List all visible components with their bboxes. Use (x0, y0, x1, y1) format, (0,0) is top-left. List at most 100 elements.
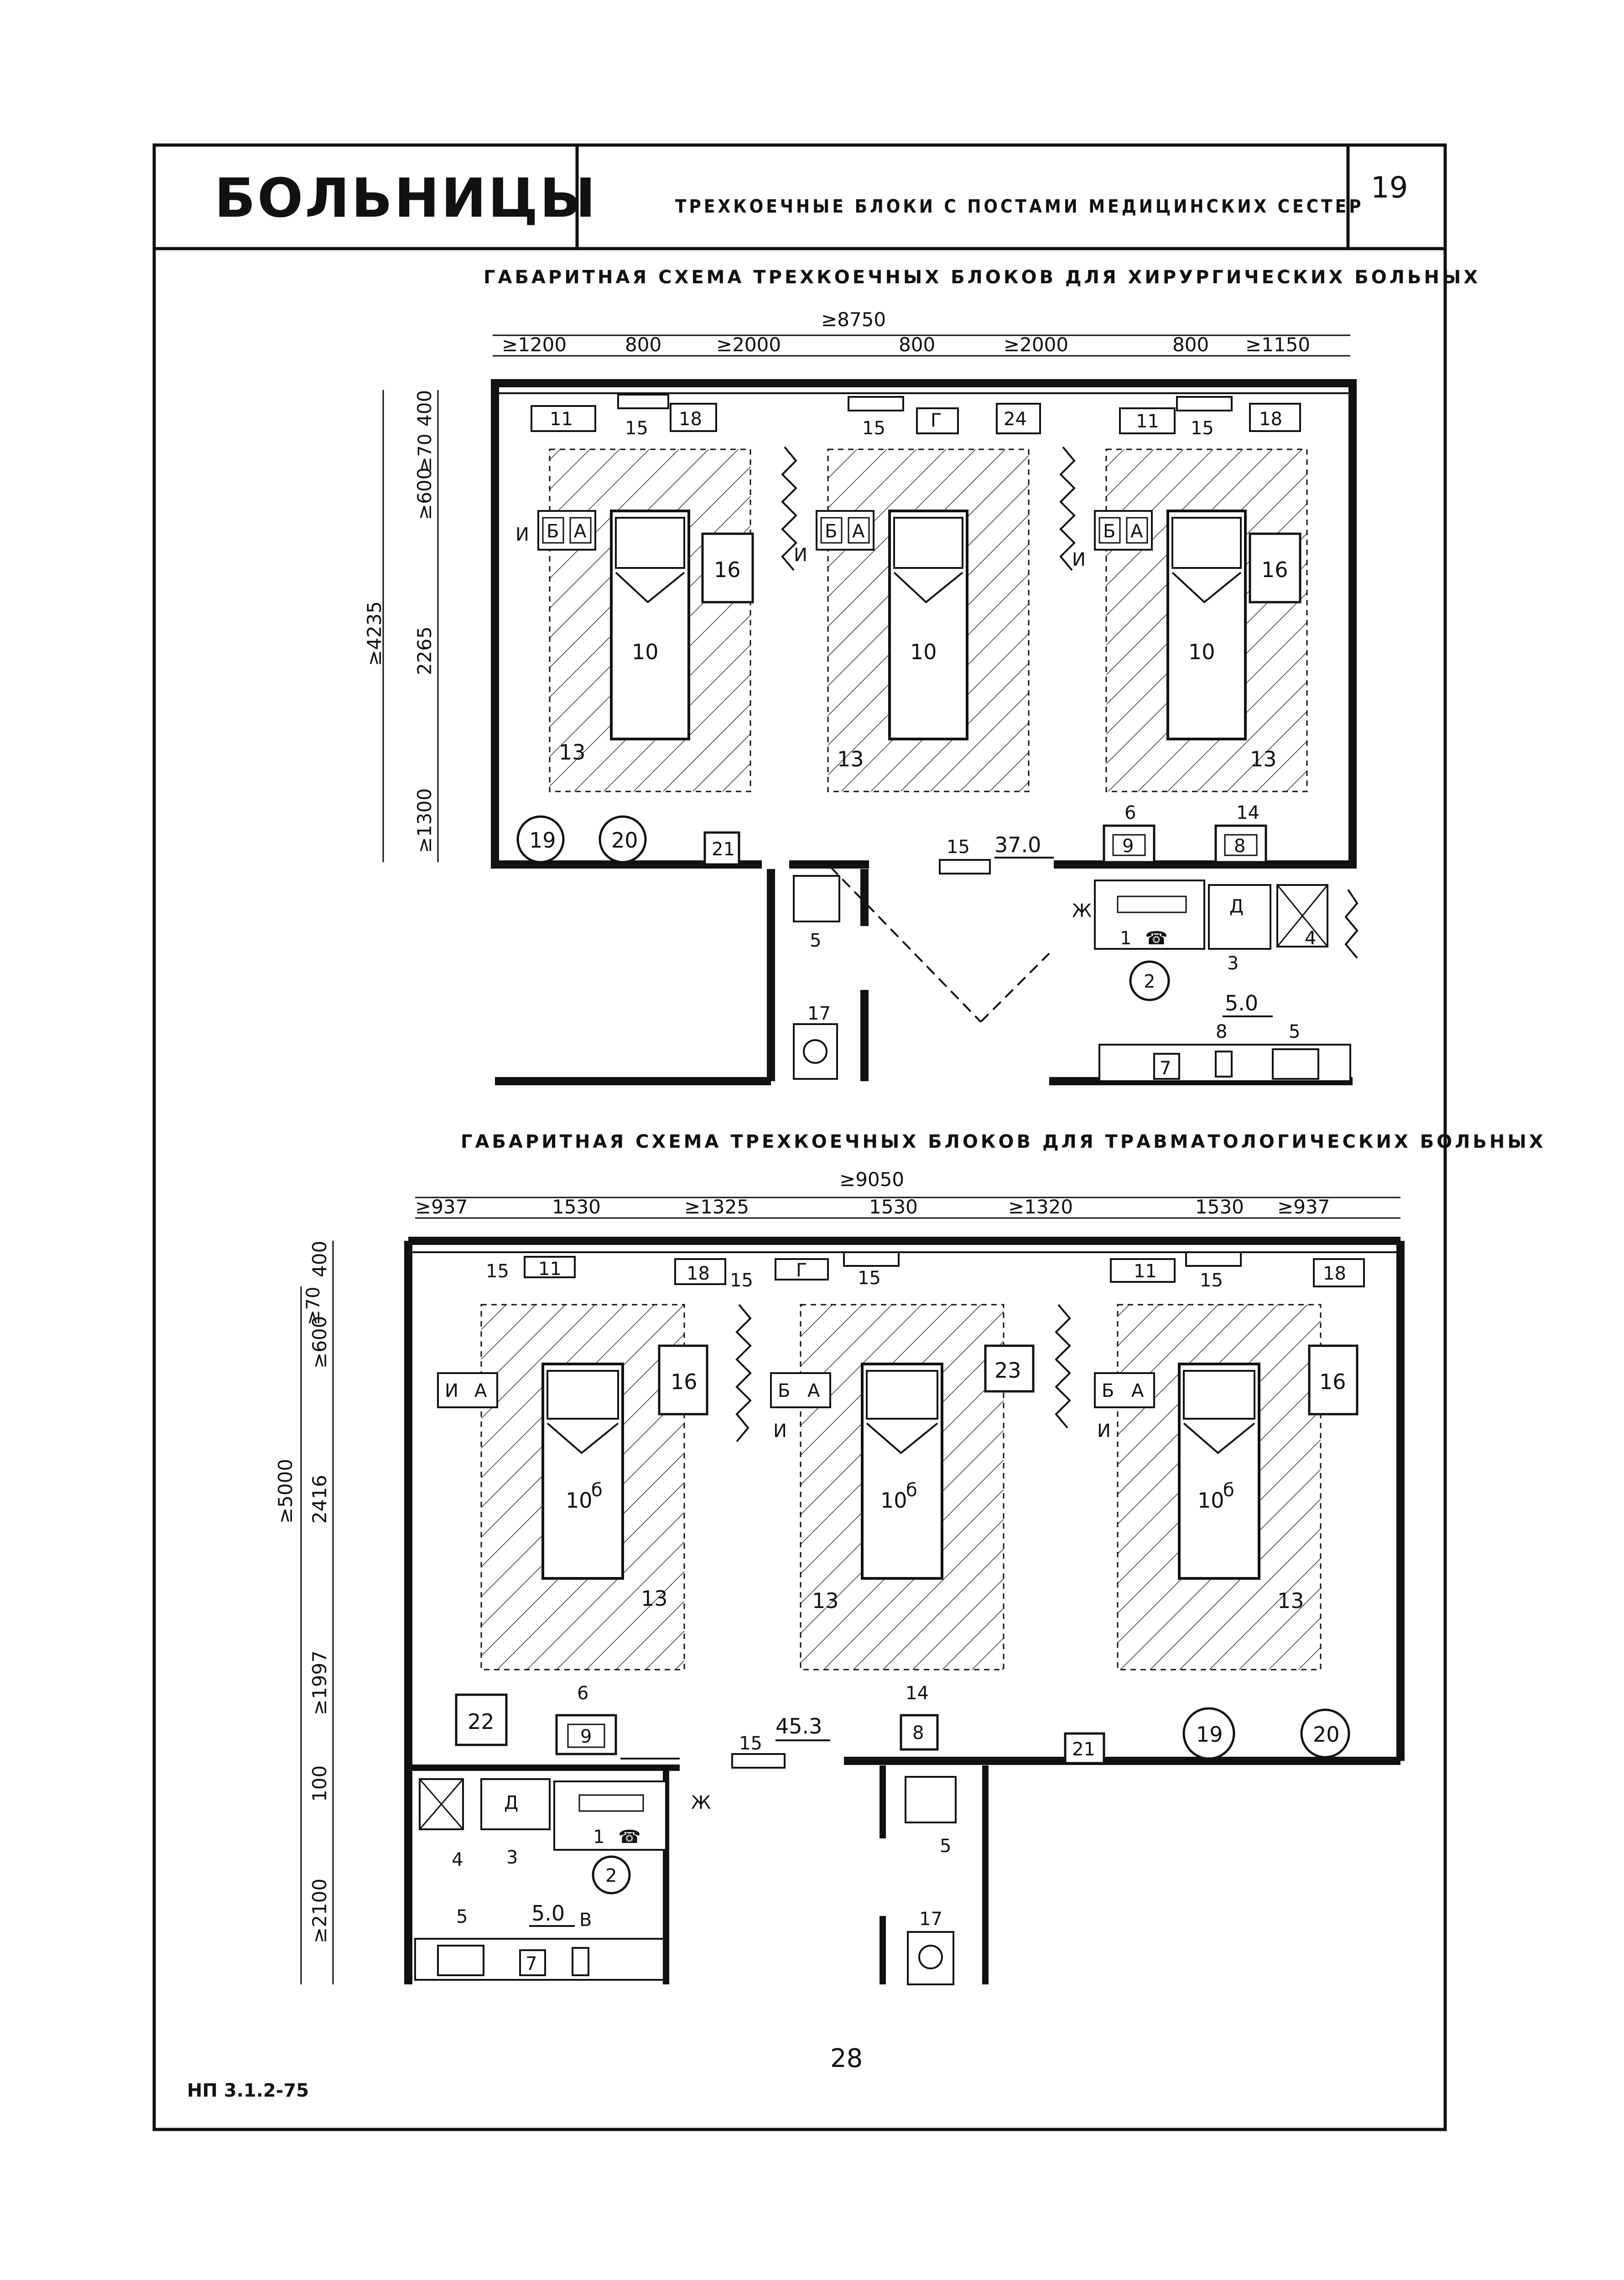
plan1-n18-a: 18 (679, 409, 702, 430)
plan1-n8-b: 8 (1216, 1021, 1227, 1042)
plan2-seg-4: ≥1320 (1008, 1196, 1073, 1218)
plan2-seg-5: 1530 (1195, 1196, 1244, 1218)
plan1-seg-3: 800 (899, 333, 935, 356)
plan1-area: 37.0 (994, 833, 1041, 857)
plan2-n17: 17 (919, 1909, 942, 1930)
plan2-bed-3-label: 10 (1197, 1488, 1224, 1513)
plan1-ba2-i: И (794, 545, 807, 566)
plan2-n5-b: 5 (940, 1836, 951, 1857)
plan1-d: Д (1229, 896, 1244, 917)
plan1-segment-dims: ≥1200 800 ≥2000 800 ≥2000 800 ≥1150 (502, 333, 1310, 356)
plan1-vseg-4: ≥1300 (413, 788, 436, 853)
plan2-seg-3: 1530 (869, 1196, 918, 1218)
plan2-seg-2: ≥1325 (684, 1196, 749, 1218)
plan1-seg-4: ≥2000 (1004, 333, 1068, 356)
plan1-nurse-area: 5.0 (1225, 991, 1258, 1015)
plan2-n16-a: 16 (671, 1369, 697, 1394)
plan1-bed-3-label: 10 (1188, 640, 1215, 664)
plan2-bed-1: 10 б (541, 1363, 624, 1580)
plan1-n13-c: 13 (1250, 747, 1277, 771)
plan1-g: Г (931, 410, 942, 431)
plan1-n11-b: 11 (1136, 411, 1159, 432)
plan2-n19: 19 (1196, 1722, 1223, 1747)
plan2-n7: 7 (526, 1953, 537, 1974)
plan2-vseg-6: ≥2100 (308, 1879, 331, 1943)
plan2-seg-0: ≥937 (415, 1196, 468, 1218)
plan1-n8: 8 (1234, 836, 1245, 857)
plan2-a-1: А (474, 1380, 487, 1401)
plan2-vseg-5: 100 (308, 1765, 331, 1802)
plan2-d: Д (504, 1792, 518, 1813)
plan1-n18-b: 18 (1259, 409, 1282, 430)
plan1-ba-3: Б А И (1072, 510, 1153, 570)
plan2-n22: 22 (468, 1709, 494, 1734)
plan2-n20: 20 (1313, 1722, 1340, 1747)
plan1-n17: 17 (807, 1003, 831, 1024)
plan2-n5-a: 5 (456, 1906, 468, 1927)
plan2-bed-3: 10 б (1178, 1363, 1260, 1580)
plan2-n23: 23 (994, 1358, 1021, 1383)
page-number: 28 (830, 2044, 863, 2073)
plan2-title: ГАБАРИТНАЯ СХЕМА ТРЕХКОЕЧНЫХ БЛОКОВ ДЛЯ … (461, 1131, 1546, 1152)
plan1-ba1-b: Б (547, 521, 559, 542)
plan1-seg-1: 800 (625, 333, 661, 356)
plan2-zh: Ж (691, 1792, 711, 1813)
plan1-vseg-0: 400 (413, 390, 436, 427)
plan1-seg-2: ≥2000 (716, 333, 781, 356)
plan1-n1: 1 (1120, 928, 1131, 949)
plan2-n2: 2 (605, 1865, 617, 1886)
plan1-bed-1: 10 (610, 510, 690, 740)
plan1-bed-2: 10 (888, 510, 968, 740)
plan1-vseg-3: 2265 (413, 626, 436, 675)
plan1-n21: 21 (712, 839, 735, 860)
plan2-n15-c: 15 (858, 1268, 881, 1289)
plan2-nurse-area: 5.0 (531, 1901, 565, 1926)
plan1-n5-a: 5 (810, 930, 821, 951)
plan1-ba3-b: Б (1103, 521, 1115, 542)
plan2-bed-1-sup: б (591, 1480, 603, 1501)
plan1-n20: 20 (611, 828, 638, 853)
plan1-n4: 4 (1305, 928, 1316, 949)
plan1-n13-b: 13 (837, 747, 864, 771)
plan1-ba3-a: А (1130, 521, 1143, 542)
plan2-i-1: И (445, 1380, 458, 1401)
plan2-n15-a: 15 (486, 1261, 509, 1282)
plan1-n9: 9 (1122, 836, 1134, 857)
plan2-b-3: Б (1102, 1380, 1114, 1401)
plan1-n19: 19 (529, 828, 556, 853)
plan2-bed-1-label: 10 (566, 1488, 593, 1513)
plan2-bed-2-sup: б (906, 1480, 917, 1501)
plan2-n18-a: 18 (687, 1263, 710, 1284)
plan1-seg-5: 800 (1172, 333, 1209, 356)
plan2-n9: 9 (580, 1726, 592, 1747)
plan2-bed-2: 10 б (861, 1363, 943, 1580)
plan2-i-3: И (1097, 1421, 1111, 1442)
plan2-b-2: Б (778, 1380, 790, 1401)
plan1-n7: 7 (1160, 1058, 1171, 1079)
plan2-vseg-1: ≥70 (303, 1287, 324, 1325)
plan1-ba3-i: И (1072, 549, 1086, 570)
plan2-n18-b: 18 (1323, 1263, 1346, 1284)
plan2-n4: 4 (452, 1849, 463, 1870)
sheet-number: 19 (1371, 171, 1408, 205)
plan1-seg-0: ≥1200 (502, 333, 567, 356)
plan2-area: 45.3 (776, 1714, 822, 1739)
plan1-vseg-1: ≥70 (415, 434, 436, 472)
plan1-n24: 24 (1004, 409, 1027, 430)
plan2-vertical-total: ≥5000 (274, 1459, 297, 1524)
plan2-bed-3-sup: б (1223, 1480, 1234, 1501)
plan1-ba1-a: А (574, 521, 587, 542)
plan1-ba2-a: А (852, 521, 865, 542)
header-title: БОЛЬНИЦЫ (214, 167, 598, 229)
header-subtitle: ТРЕХКОЕЧНЫЕ БЛОКИ С ПОСТАМИ МЕДИЦИНСКИХ … (675, 196, 1364, 217)
plan2-n15-b: 15 (730, 1270, 753, 1291)
plan2-seg-6: ≥937 (1277, 1196, 1330, 1218)
plan2-vseg-4: ≥1997 (308, 1650, 331, 1715)
plan2-n1: 1 (593, 1827, 604, 1848)
plan1-vertical-total: ≥4235 (363, 601, 385, 666)
plan1-ba2-b: Б (825, 521, 837, 542)
plan2-n13-b: 13 (812, 1588, 839, 1613)
plan1-n16-b: 16 (1261, 557, 1288, 582)
